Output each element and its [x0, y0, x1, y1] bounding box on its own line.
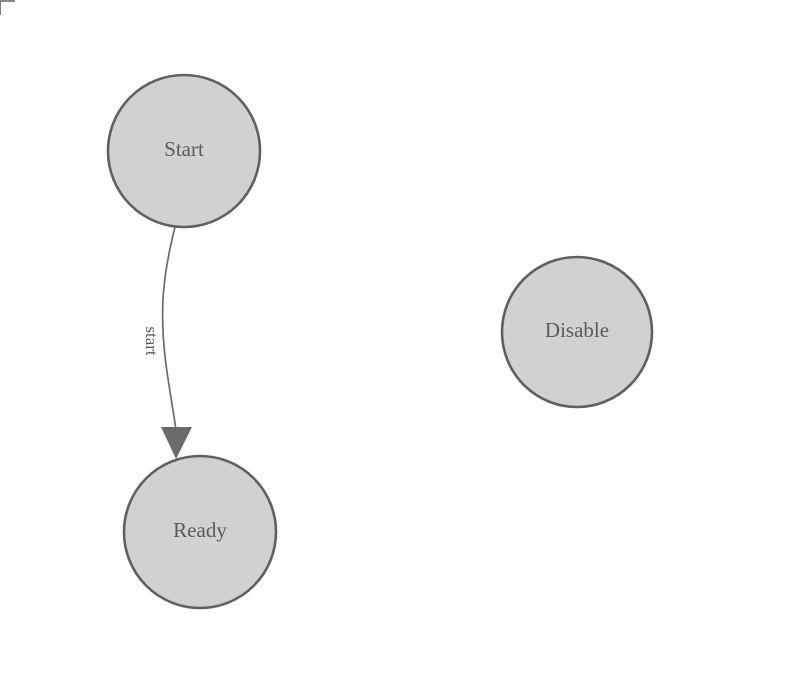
corner-bracket-icon — [0, 0, 15, 15]
node-ready[interactable]: Ready — [122, 454, 278, 610]
edge-start-to-ready[interactable]: start — [142, 226, 192, 459]
node-start[interactable]: Start — [106, 73, 262, 229]
node-disable[interactable]: Disable — [500, 255, 654, 409]
node-start-circle[interactable] — [106, 73, 262, 229]
edge-line — [161, 226, 177, 431]
node-start-label: Start — [164, 137, 204, 161]
node-disable-circle[interactable] — [500, 255, 654, 409]
edge-label-start: start — [142, 326, 161, 356]
node-ready-label: Ready — [173, 518, 227, 542]
node-disable-label: Disable — [545, 318, 609, 342]
edge-arrowhead-icon — [161, 427, 192, 459]
node-ready-circle[interactable] — [122, 454, 278, 610]
